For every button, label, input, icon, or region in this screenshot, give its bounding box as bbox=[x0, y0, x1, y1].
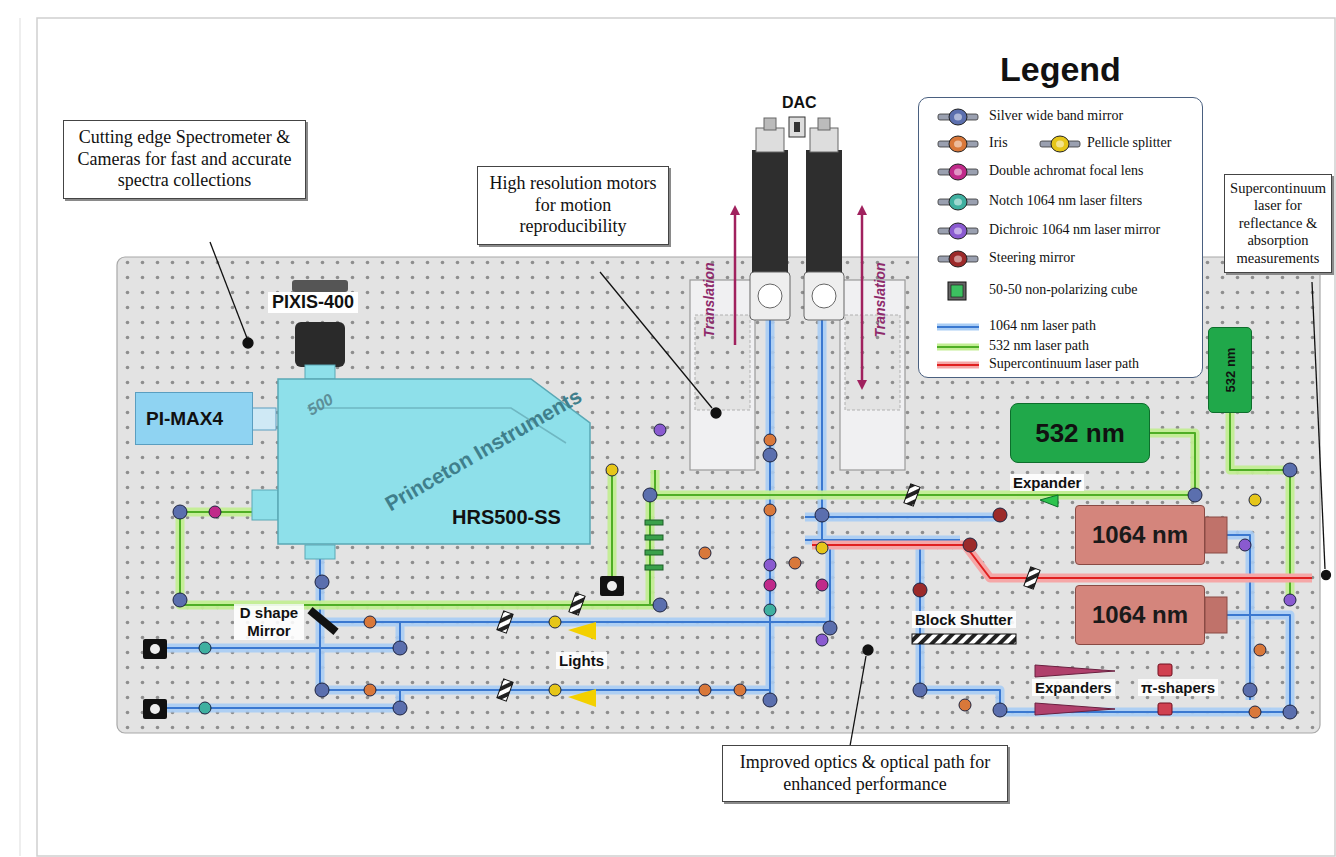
part-label: Legend bbox=[1000, 50, 1121, 89]
laser-box: 532 nm bbox=[1010, 403, 1150, 463]
legend-symbol bbox=[935, 281, 981, 301]
node-text: Cutting edge Spectrometer & Cameras for … bbox=[72, 127, 297, 192]
camera-box: PI-MAX4 bbox=[135, 392, 253, 445]
part-label: Expanders bbox=[1032, 679, 1115, 696]
part-label: Lights bbox=[556, 652, 607, 669]
legend-text: 1064 nm laser path bbox=[989, 318, 1096, 334]
laser-box: 1064 nm bbox=[1075, 585, 1205, 645]
legend-symbol bbox=[935, 221, 981, 241]
legend-symbol bbox=[1037, 134, 1083, 154]
legend-text: 50-50 non-polarizing cube bbox=[989, 282, 1138, 298]
legend-text: Iris bbox=[989, 135, 1008, 151]
spectrometer-box: 500Princeton InstrumentsHRS500-SS bbox=[277, 378, 591, 545]
node-text: High resolution motors for motion reprod… bbox=[486, 173, 660, 238]
legend-symbol bbox=[935, 355, 981, 375]
legend-text: Supercontinuum laser path bbox=[989, 356, 1139, 372]
legend-text: 532 nm laser path bbox=[989, 338, 1089, 354]
legend-symbol bbox=[935, 192, 981, 212]
node-text: 1064 nm bbox=[1092, 521, 1188, 549]
laser-box: 1064 nm bbox=[1075, 505, 1205, 565]
stage-label: Translation bbox=[701, 262, 717, 337]
laser-box: 532 nm bbox=[1208, 327, 1252, 413]
part-label: π-shapers bbox=[1138, 679, 1218, 696]
legend-text: Dichroic 1064 nm laser mirror bbox=[989, 222, 1160, 238]
part-label: Block Shutter bbox=[912, 611, 1016, 628]
node-text: Supercontinuum laser for reflectance & a… bbox=[1229, 180, 1327, 267]
legend-text: Steering mirror bbox=[989, 250, 1075, 266]
stage-label: Translation bbox=[872, 262, 888, 337]
part-label: Expander bbox=[1010, 474, 1084, 491]
legend-symbol bbox=[935, 134, 981, 154]
part-label: DAC bbox=[782, 94, 817, 112]
legend-symbol bbox=[935, 162, 981, 182]
node-text: Improved optics & optical path for enhan… bbox=[731, 752, 999, 795]
part-label: PIXIS-400 bbox=[268, 292, 358, 313]
legend-text: Notch 1064 nm laser filters bbox=[989, 193, 1142, 209]
callout-box: Supercontinuum laser for reflectance & a… bbox=[1224, 174, 1332, 273]
legend-symbol bbox=[935, 317, 981, 337]
callout-box: High resolution motors for motion reprod… bbox=[477, 166, 669, 245]
part-label: D shape Mirror bbox=[234, 604, 304, 640]
legend-text: Double achromat focal lens bbox=[989, 163, 1143, 179]
callout-box: Improved optics & optical path for enhan… bbox=[722, 745, 1008, 802]
legend-text: Pellicle splitter bbox=[1087, 135, 1171, 151]
legend-text: Silver wide band mirror bbox=[989, 108, 1123, 124]
node-text: 532 nm bbox=[1223, 348, 1238, 393]
legend-symbol bbox=[935, 107, 981, 127]
node-text: 532 nm bbox=[1035, 418, 1125, 449]
node-text: PI-MAX4 bbox=[146, 408, 223, 430]
callout-box: Cutting edge Spectrometer & Cameras for … bbox=[63, 120, 306, 199]
legend-symbol bbox=[935, 249, 981, 269]
node-text: HRS500-SS bbox=[452, 506, 561, 529]
legend-symbol bbox=[935, 337, 981, 357]
legend-box: Silver wide band mirrorIris Pellicle spli… bbox=[918, 97, 1203, 378]
node-text: 1064 nm bbox=[1092, 601, 1188, 629]
